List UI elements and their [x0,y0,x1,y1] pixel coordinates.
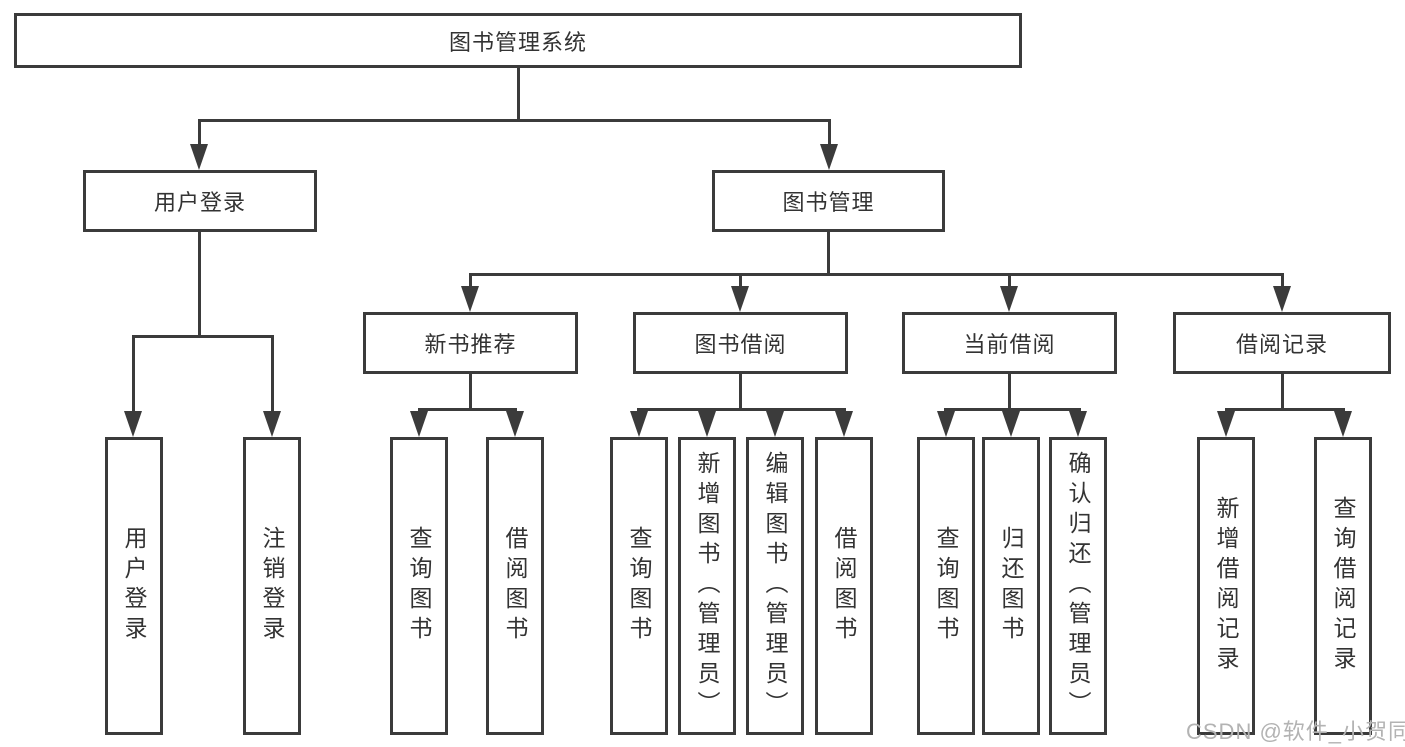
connector-segment [469,273,1284,276]
connector-segment [517,68,520,121]
arrow-down-icon [766,411,784,437]
arrow-down-icon [820,144,838,170]
arrow-down-icon [835,411,853,437]
leaf-current-return-books: 归还图书 [982,437,1040,735]
connector-segment [1281,273,1284,291]
leaf-borrow-edit-books-admin: 编辑图书（管理员） [746,437,804,735]
connector-segment [271,335,274,415]
leaf-current-confirm-return-admin: 确认归还（管理员） [1049,437,1107,735]
connector-segment [132,335,274,338]
leaf-borrow-query-books: 查询图书 [610,437,668,735]
connector-segment [827,232,830,275]
arrow-down-icon [937,411,955,437]
connector-segment [1008,374,1011,411]
leaf-logout: 注销登录 [243,437,301,735]
arrow-down-icon [1217,411,1235,437]
node-new-book-recommend: 新书推荐 [363,312,578,374]
connector-segment [198,119,831,122]
connector-segment [469,374,472,411]
arrow-down-icon [731,286,749,312]
leaf-user-login: 用户登录 [105,437,163,735]
arrow-down-icon [1002,411,1020,437]
arrow-down-icon [1273,286,1291,312]
arrow-down-icon [1000,286,1018,312]
connector-segment [944,408,1081,411]
connector-segment [1008,273,1011,291]
connector-segment [1281,374,1284,411]
arrow-down-icon [124,411,142,437]
leaf-records-query-record: 查询借阅记录 [1314,437,1372,735]
leaf-current-query-books: 查询图书 [917,437,975,735]
arrow-down-icon [263,411,281,437]
arrow-down-icon [630,411,648,437]
leaf-borrow-borrow-books: 借阅图书 [815,437,873,735]
connector-segment [739,273,742,291]
connector-segment [198,232,201,337]
connector-segment [637,408,846,411]
node-book-management: 图书管理 [712,170,945,232]
node-borrow-records: 借阅记录 [1173,312,1391,374]
arrow-down-icon [410,411,428,437]
arrow-down-icon [461,286,479,312]
arrow-down-icon [1069,411,1087,437]
connector-segment [418,408,517,411]
connector-segment [132,335,135,415]
leaf-recommend-borrow-books: 借阅图书 [486,437,544,735]
node-current-borrow: 当前借阅 [902,312,1117,374]
connector-segment [739,374,742,411]
arrow-down-icon [190,144,208,170]
connector-segment [469,273,472,291]
connector-segment [1225,408,1345,411]
arrow-down-icon [1334,411,1352,437]
node-book-borrow: 图书借阅 [633,312,848,374]
node-root: 图书管理系统 [14,13,1022,68]
leaf-borrow-add-books-admin: 新增图书（管理员） [678,437,736,735]
leaf-records-add-record: 新增借阅记录 [1197,437,1255,735]
node-user-login: 用户登录 [83,170,317,232]
connector-segment [198,119,201,149]
arrow-down-icon [506,411,524,437]
connector-segment [828,119,831,149]
leaf-recommend-query-books: 查询图书 [390,437,448,735]
watermark: CSDN @软件_小贺同学 [1186,719,1405,744]
arrow-down-icon [698,411,716,437]
